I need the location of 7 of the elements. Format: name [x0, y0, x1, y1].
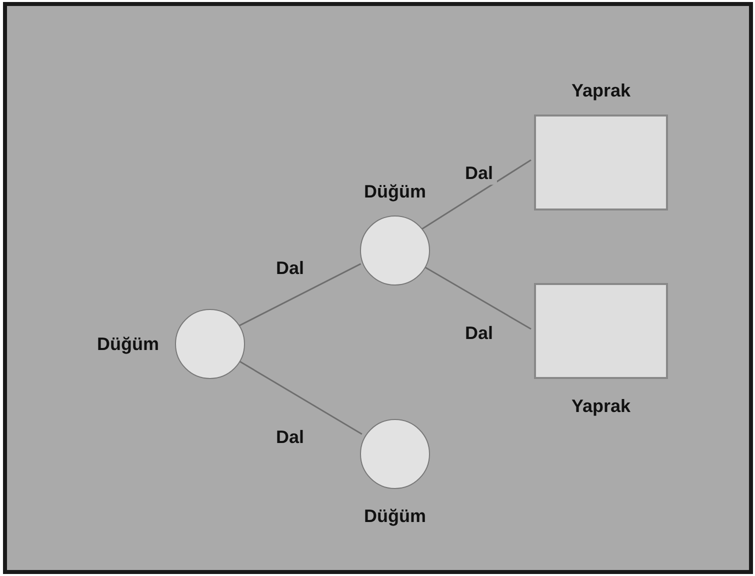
branch-line [238, 263, 362, 327]
node-label: Yaprak [571, 80, 631, 102]
node-label: Yaprak [571, 395, 631, 418]
node-label: Düğüm [364, 180, 426, 203]
node-label: Düğüm [97, 332, 159, 356]
branch-line [421, 159, 532, 230]
node-label: Düğüm [364, 505, 426, 528]
